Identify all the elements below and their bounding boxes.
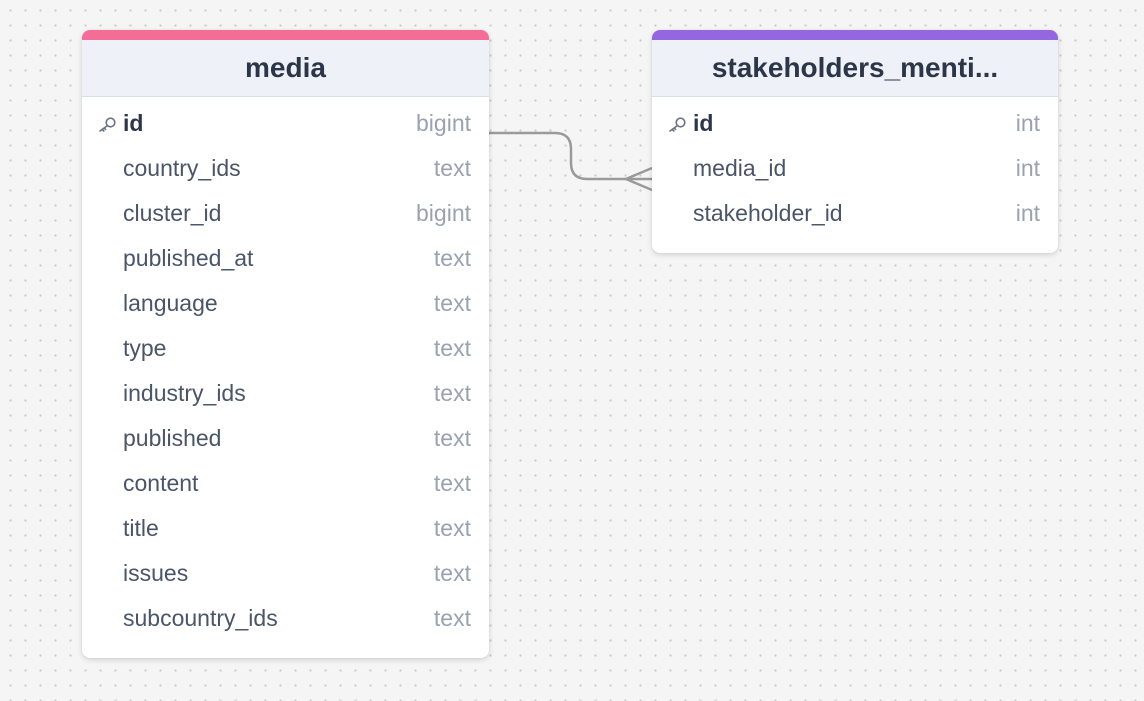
field-row-id[interactable]: id bigint xyxy=(82,101,489,146)
field-type: text xyxy=(433,155,471,181)
field-name: type xyxy=(123,335,167,361)
field-type: int xyxy=(1015,155,1040,181)
field-type: text xyxy=(433,290,471,316)
table-title: media xyxy=(245,52,326,83)
table-accent-bar xyxy=(82,30,489,40)
field-name: industry_ids xyxy=(123,380,246,406)
table-header[interactable]: media xyxy=(82,40,489,97)
field-row-subcountry-ids[interactable]: subcountry_ids text xyxy=(82,596,489,641)
field-type: bigint xyxy=(416,110,471,136)
field-row-type[interactable]: type text xyxy=(82,326,489,371)
field-name: content xyxy=(123,470,199,496)
field-row-published[interactable]: published text xyxy=(82,416,489,461)
field-type: text xyxy=(433,425,471,451)
field-type: bigint xyxy=(416,200,471,226)
field-row-issues[interactable]: issues text xyxy=(82,551,489,596)
field-type: text xyxy=(433,335,471,361)
field-name: country_ids xyxy=(123,155,241,181)
table-title: stakeholders_menti... xyxy=(711,52,999,83)
field-row-id[interactable]: id int xyxy=(652,101,1058,146)
field-name: id xyxy=(693,110,714,136)
field-row-industry-ids[interactable]: industry_ids text xyxy=(82,371,489,416)
field-type: text xyxy=(433,560,471,586)
field-row-country-ids[interactable]: country_ids text xyxy=(82,146,489,191)
crowfoot-upper xyxy=(625,166,653,181)
key-icon xyxy=(97,116,119,132)
field-type: text xyxy=(433,245,471,271)
relationship-connector[interactable] xyxy=(489,131,652,181)
field-name: title xyxy=(123,515,159,541)
field-type: text xyxy=(433,380,471,406)
field-name: subcountry_ids xyxy=(123,605,278,631)
key-icon xyxy=(667,116,689,132)
table-header[interactable]: stakeholders_menti... xyxy=(652,40,1058,97)
field-row-title[interactable]: title text xyxy=(82,506,489,551)
field-type: int xyxy=(1015,110,1040,136)
field-row-language[interactable]: language text xyxy=(82,281,489,326)
field-name: published_at xyxy=(123,245,254,271)
field-row-cluster-id[interactable]: cluster_id bigint xyxy=(82,191,489,236)
crowfoot-lower xyxy=(625,177,653,192)
field-name: language xyxy=(123,290,218,316)
field-type: text xyxy=(433,470,471,496)
field-type: int xyxy=(1015,200,1040,226)
field-row-content[interactable]: content text xyxy=(82,461,489,506)
field-row-media-id[interactable]: media_id int xyxy=(652,146,1058,191)
field-row-published-at[interactable]: published_at text xyxy=(82,236,489,281)
table-accent-bar xyxy=(652,30,1058,40)
field-name: id xyxy=(123,110,144,136)
field-type: text xyxy=(433,515,471,541)
field-name: stakeholder_id xyxy=(693,200,843,226)
field-name: published xyxy=(123,425,222,451)
field-type: text xyxy=(433,605,471,631)
field-name: issues xyxy=(123,560,189,586)
field-row-stakeholder-id[interactable]: stakeholder_id int xyxy=(652,191,1058,236)
field-name: cluster_id xyxy=(123,200,222,226)
field-name: media_id xyxy=(693,155,787,181)
